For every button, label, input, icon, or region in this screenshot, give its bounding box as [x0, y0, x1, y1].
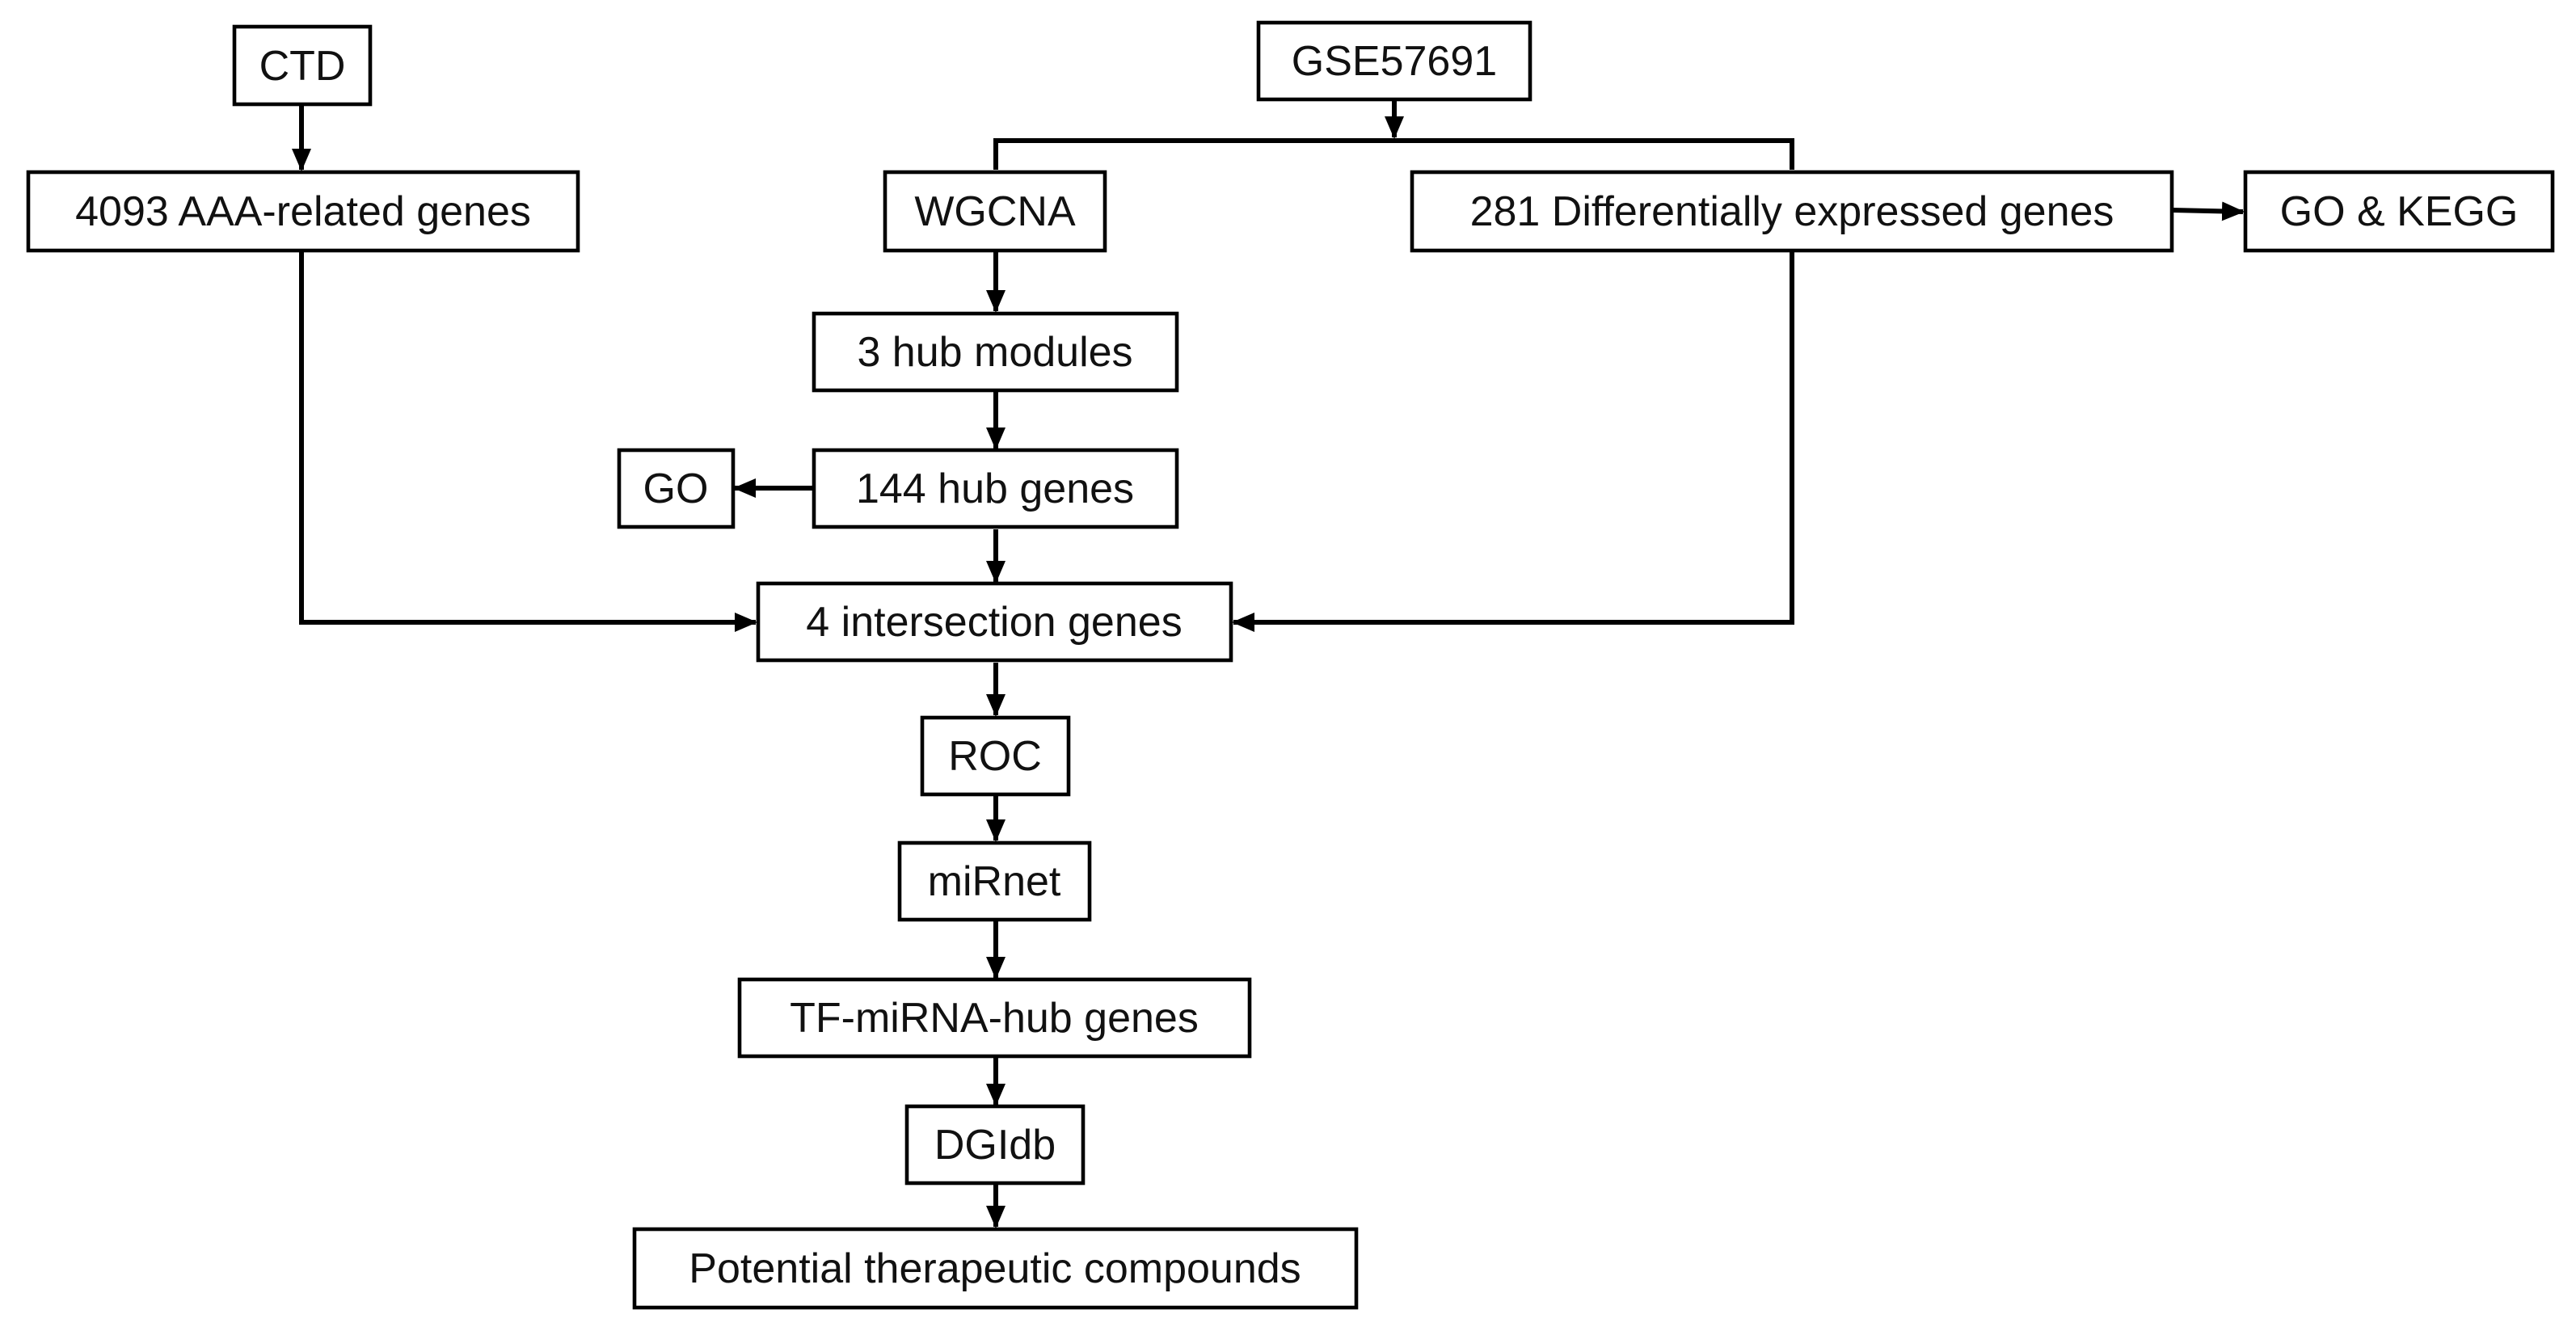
- node-ctd: CTD: [232, 24, 373, 107]
- node-roc: ROC: [920, 715, 1071, 797]
- node-wgcna-label: WGCNA: [914, 188, 1076, 235]
- node-ctd-label: CTD: [259, 43, 346, 90]
- edge-split-bracket: [993, 138, 1794, 170]
- node-dgidb: DGIdb: [904, 1104, 1086, 1186]
- node-differentially-expressed-genes: 281 Differentially expressed genes: [1410, 170, 2174, 253]
- edge-deg-to-go-kegg: [2172, 201, 2245, 221]
- node-hub-modules: 3 hub modules: [812, 311, 1179, 393]
- node-go-kegg: GO & KEGG: [2243, 170, 2555, 253]
- node-gse57691-label: GSE57691: [1292, 38, 1497, 85]
- node-intersection-genes-label: 4 intersection genes: [806, 599, 1182, 646]
- node-go-kegg-label: GO & KEGG: [2280, 188, 2519, 235]
- node-aaa-related-genes-label: 4093 AAA-related genes: [75, 188, 531, 235]
- node-potential-therapeutic-compounds: Potential therapeutic compounds: [632, 1227, 1359, 1310]
- node-go: GO: [617, 448, 736, 529]
- node-hub-genes: 144 hub genes: [812, 448, 1179, 529]
- node-aaa-related-genes: 4093 AAA-related genes: [26, 170, 580, 253]
- node-hub-modules-label: 3 hub modules: [857, 329, 1132, 376]
- node-dgidb-label: DGIdb: [934, 1122, 1056, 1169]
- node-intersection-genes: 4 intersection genes: [756, 581, 1233, 663]
- edge-aaa-genes-to-intersection: [299, 252, 757, 632]
- edges: [292, 100, 2245, 1228]
- node-roc-label: ROC: [948, 733, 1042, 780]
- node-tf-mirna-hub-genes-label: TF-miRNA-hub genes: [790, 995, 1199, 1042]
- node-gse57691: GSE57691: [1256, 20, 1533, 102]
- node-go-label: GO: [643, 465, 709, 512]
- node-potential-therapeutic-compounds-label: Potential therapeutic compounds: [689, 1245, 1301, 1292]
- node-hub-genes-label: 144 hub genes: [856, 465, 1134, 512]
- node-tf-mirna-hub-genes: TF-miRNA-hub genes: [737, 977, 1252, 1059]
- node-mirnet: miRnet: [897, 840, 1092, 922]
- node-differentially-expressed-genes-label: 281 Differentially expressed genes: [1470, 188, 2114, 235]
- node-wgcna: WGCNA: [883, 170, 1107, 253]
- node-mirnet-label: miRnet: [928, 858, 1061, 905]
- edge-deg-to-intersection: [1232, 252, 1794, 632]
